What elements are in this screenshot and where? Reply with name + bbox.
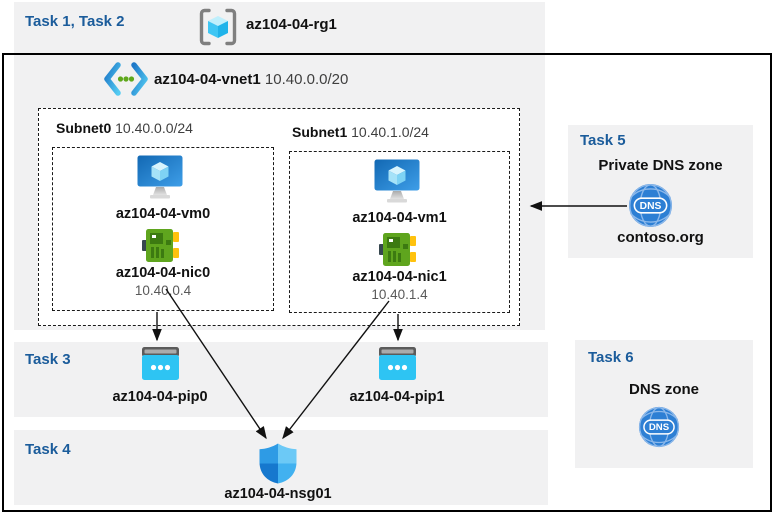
task6-title: DNS zone: [628, 381, 699, 398]
task3-band: [14, 342, 548, 417]
dns-zone-globe-icon: DNS: [638, 406, 680, 448]
vm1-icon: [374, 159, 420, 204]
vm0-name: az104-04-vm0: [115, 206, 211, 222]
private-dns-globe-icon: DNS: [628, 183, 673, 228]
nsg-shield-icon: [259, 443, 297, 484]
task5-title: Private DNS zone: [598, 157, 723, 174]
diagram-border: [2, 53, 772, 512]
task4-label: Task 4: [25, 441, 71, 458]
nsg-name: az104-04-nsg01: [224, 486, 332, 502]
subnet0-cidr: 10.40.0.0/24: [115, 120, 193, 136]
subnet1-name: Subnet1: [292, 124, 348, 140]
subnet1-cidr: 10.40.1.0/24: [351, 124, 429, 140]
vnet-label: az104-04-vnet1 10.40.0.0/20: [154, 71, 348, 88]
vm0-icon: [137, 155, 183, 200]
pip0-name: az104-04-pip0: [112, 389, 208, 405]
nic1-icon: [379, 231, 416, 268]
pip0-icon: [142, 347, 179, 380]
vnet-cidr: 10.40.0.0/20: [264, 71, 349, 88]
task6-label: Task 6: [588, 349, 634, 366]
nic0-name: az104-04-nic0: [115, 265, 211, 281]
resource-group-icon: [198, 7, 238, 47]
dns-badge-text: DNS: [640, 201, 662, 212]
vnet-name: az104-04-vnet1: [154, 71, 261, 88]
nic1-name: az104-04-nic1: [352, 269, 447, 285]
dns-badge-text: DNS: [649, 422, 670, 433]
task5-label: Task 5: [580, 132, 626, 149]
pip1-name: az104-04-pip1: [349, 389, 445, 405]
vm1-name: az104-04-vm1: [352, 210, 447, 226]
subnet0-name: Subnet0: [56, 120, 112, 136]
task3-label: Task 3: [25, 351, 71, 368]
subnet1-label: Subnet1 10.40.1.0/24: [292, 124, 429, 140]
virtual-network-icon: [103, 62, 149, 96]
task12-label: Task 1, Task 2: [25, 13, 125, 30]
pip1-icon: [379, 347, 416, 380]
subnet0-label: Subnet0 10.40.0.0/24: [56, 120, 193, 136]
resource-group-name: az104-04-rg1: [246, 16, 337, 33]
nic0-icon: [142, 227, 179, 264]
nic1-ip: 10.40.1.4: [371, 287, 428, 302]
task6-box: [575, 340, 753, 468]
task5-zone-name: contoso.org: [617, 229, 704, 246]
nic0-ip: 10.40.0.4: [134, 283, 192, 298]
